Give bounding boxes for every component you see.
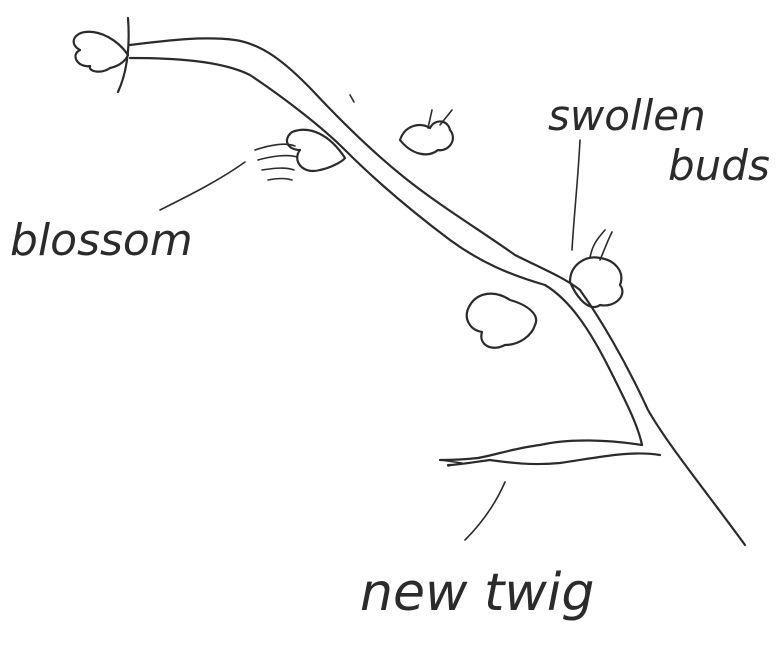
label-swollen: swollen <box>548 91 706 140</box>
label-blossom: blossom <box>10 215 193 266</box>
blossom-pointer-line <box>160 162 245 210</box>
swollen-buds-pointer-line <box>572 140 580 250</box>
blossom-motion-lines <box>255 144 297 180</box>
new-twig-lower-edge <box>448 453 660 465</box>
swollen-bud-1 <box>400 121 453 154</box>
label-buds: buds <box>668 141 770 190</box>
label-new-twig: new twig <box>360 563 594 623</box>
new-twig-pointer-line <box>465 482 505 540</box>
swollen-bud-2-tips <box>590 230 612 260</box>
blossom-middle <box>287 130 345 171</box>
blossom-lower <box>467 294 536 348</box>
small-bud-upper <box>350 95 354 102</box>
swollen-bud-2 <box>570 257 622 307</box>
blossom-top-left <box>74 32 128 72</box>
new-twig-upper-edge <box>440 440 642 460</box>
